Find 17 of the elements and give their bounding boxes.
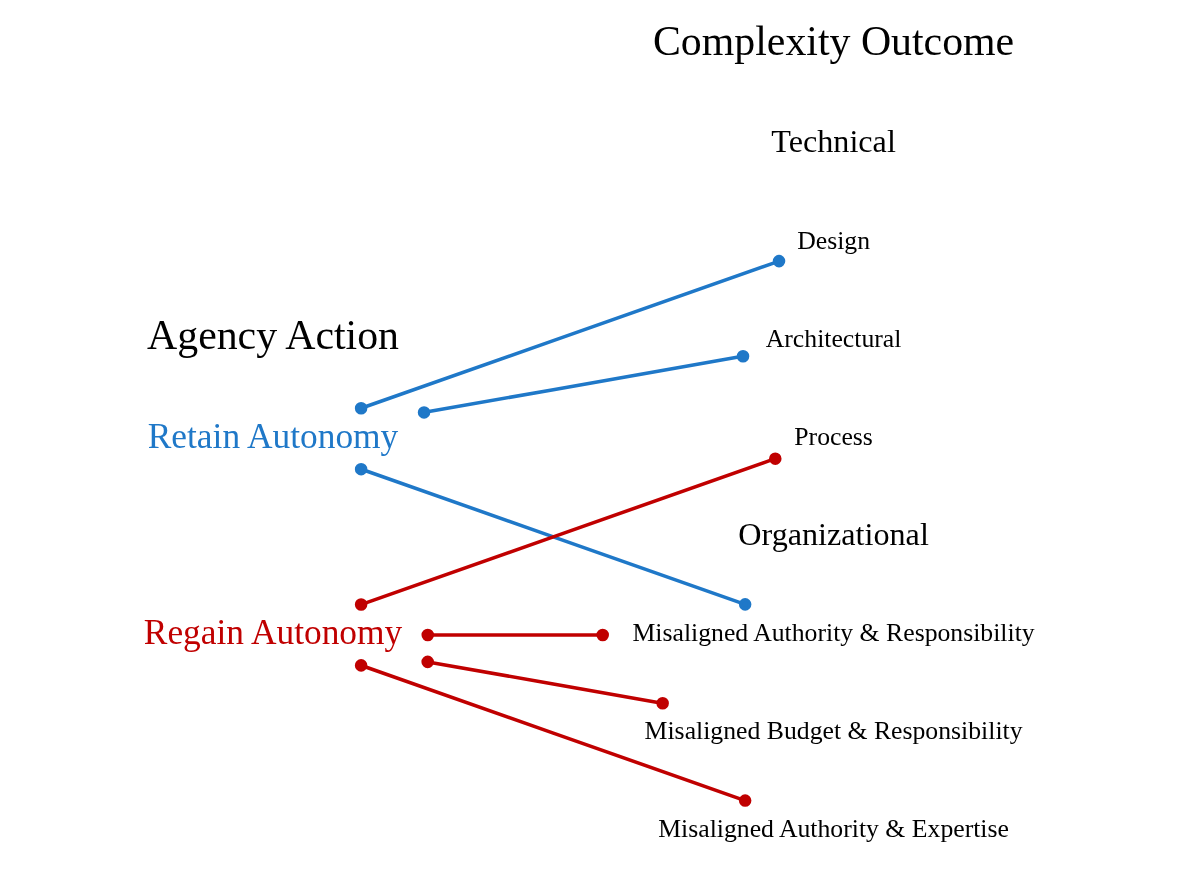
node-text: Retain Autonomy xyxy=(147,415,398,456)
node-text: Design xyxy=(796,225,870,255)
connector xyxy=(421,628,609,642)
connector xyxy=(354,254,785,415)
connector xyxy=(420,655,669,710)
node-text: Regain Autonomy xyxy=(143,611,402,652)
connector xyxy=(354,659,751,807)
label: Organizational xyxy=(737,515,929,552)
connector xyxy=(417,349,749,419)
node-text: Architectural xyxy=(765,323,901,353)
label: Agency Action xyxy=(146,312,399,359)
label: Technical xyxy=(770,123,896,160)
label: Complexity Outcome xyxy=(652,17,1014,64)
node-text: Misaligned Authority & Expertise xyxy=(657,814,1009,844)
node-text: Process xyxy=(793,421,873,451)
node-text: Misaligned Budget & Responsibility xyxy=(644,716,1023,746)
node-text: Misaligned Authority & Responsibility xyxy=(631,618,1035,648)
